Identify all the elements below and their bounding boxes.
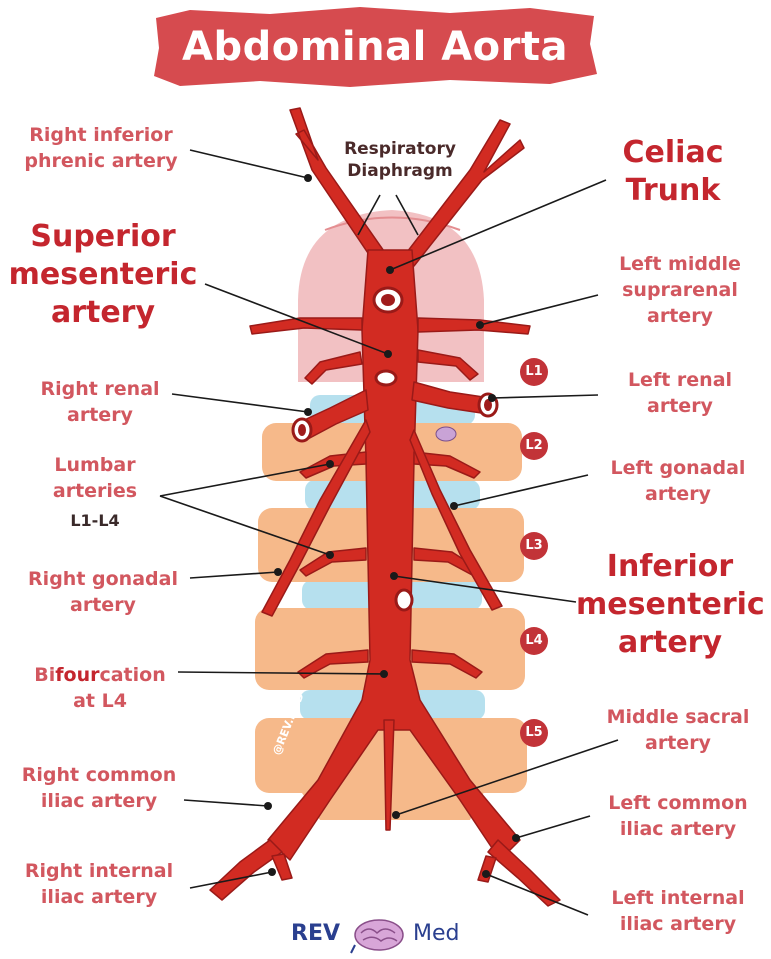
revmed-logo: REV Med [285, 915, 485, 955]
page-title: Abdominal Aorta [182, 24, 568, 70]
logo-text-med: Med [413, 921, 460, 946]
label-left-gonadal-artery: Left gonadal artery [610, 457, 746, 505]
label-bifurcation-suffix: cation at L4 [73, 664, 166, 712]
label-lumbar-arteries: Lumbar arteries [52, 454, 138, 502]
label-right-inferior-phrenic-artery: Right inferior phrenic artery [24, 124, 178, 172]
label-bifurcation-prefix: Bi [34, 664, 56, 686]
vertebra-badge-l1: L1 [520, 358, 548, 386]
label-bifurcation-emphasis: four [55, 664, 100, 686]
brain-sticker-icon [435, 426, 457, 442]
label-right-internal-iliac-artery: Right internal iliac artery [24, 860, 174, 908]
leader-lines [159, 149, 619, 916]
logo-text-rev: REV [291, 921, 340, 946]
label-celiac-trunk: Celiac Trunk [622, 135, 724, 208]
leader-dots [264, 174, 520, 878]
label-right-gonadal-artery: Right gonadal artery [28, 568, 178, 616]
title-banner: Abdominal Aorta [150, 4, 600, 90]
label-right-common-iliac-artery: Right common iliac artery [21, 764, 177, 812]
label-inferior-mesenteric-artery: Inferior mesenteric artery [576, 549, 765, 660]
label-middle-sacral-artery: Middle sacral artery [606, 706, 750, 754]
label-left-internal-iliac-artery: Left internal iliac artery [611, 887, 745, 935]
label-respiratory-diaphragm: Respiratory Diaphragm [344, 139, 456, 181]
label-superior-mesenteric-artery: Superior mesenteric artery [8, 219, 198, 330]
brain-logo-icon [350, 919, 404, 954]
label-left-common-iliac-artery: Left common iliac artery [608, 792, 748, 840]
label-bifurcation: Bifourcation at L4 [20, 662, 180, 714]
arteries [209, 107, 561, 907]
label-right-renal-artery: Right renal artery [40, 378, 160, 426]
label-left-renal-artery: Left renal artery [627, 369, 733, 417]
vertebra-badge-l5: L5 [520, 719, 548, 747]
vertebra-badge-l2: L2 [520, 432, 548, 460]
vertebra-badge-l4: L4 [520, 627, 548, 655]
vertebra-badge-l3: L3 [520, 532, 548, 560]
label-left-middle-suprarenal-artery: Left middle suprarenal artery [619, 253, 741, 327]
label-lumbar-levels: L1-L4 [70, 511, 120, 530]
